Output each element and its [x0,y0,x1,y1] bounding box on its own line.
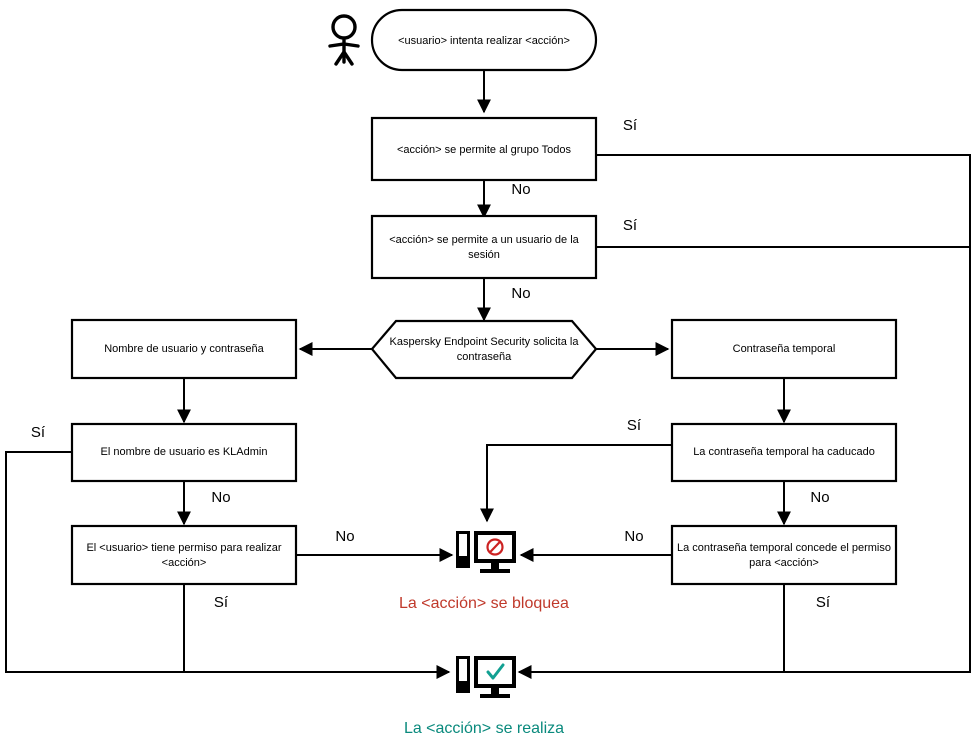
monitor-check-icon [456,656,516,698]
node-blocked-label: La <acción> se bloquea [399,595,569,612]
node-allowed-session-user[interactable]: <acción> se permite a un usuario de la s… [370,214,598,280]
node-username-is-kladmin-label: El nombre de usuario es KLAdmin [101,446,268,458]
edge-label-allowed-everyone-no: No [511,181,530,198]
node-allowed-everyone[interactable]: <acción> se permite al grupo Todos [370,116,598,182]
node-temp-password-grants[interactable]: La contraseña temporal concede el permis… [670,524,898,586]
node-temp-password-grants-line2: para <acción> [749,557,819,569]
edge-label-kladmin-no: No [211,489,230,506]
node-user-has-permission-line1: El <usuario> tiene permiso para realizar [86,542,281,554]
node-allowed[interactable]: La <acción> se realiza [404,656,564,737]
node-allowed-label: La <acción> se realiza [404,720,564,737]
node-username-password-label: Nombre de usuario y contraseña [104,343,264,355]
node-allowed-session-user-line2: sesión [468,249,500,261]
node-username-is-kladmin[interactable]: El nombre de usuario es KLAdmin [70,422,298,483]
node-user-has-permission-line2: <acción> [162,557,207,569]
edge-label-session-user-no: No [511,285,530,302]
node-start[interactable]: <usuario> intenta realizar <acción> [370,8,598,72]
node-start-label: <usuario> intenta realizar <acción> [398,35,570,47]
edge-label-temp-expired-no: No [810,489,829,506]
node-temporary-password-label: Contraseña temporal [733,343,836,355]
node-username-password[interactable]: Nombre de usuario y contraseña [70,318,298,380]
actor-person-icon [328,14,360,66]
edge-label-kladmin-yes: Sí [31,424,46,441]
node-kes-request-password[interactable]: Kaspersky Endpoint Security solicita la … [370,319,598,380]
monitor-blocked-icon [456,531,516,573]
node-blocked[interactable]: La <acción> se bloquea [399,531,569,612]
edge-label-temp-expired-yes: Sí [627,417,642,434]
node-user-has-permission[interactable]: El <usuario> tiene permiso para realizar… [70,524,298,586]
node-temp-password-expired-label: La contraseña temporal ha caducado [693,446,875,458]
node-allowed-everyone-label: <acción> se permite al grupo Todos [397,144,572,156]
edge-label-permission-yes: Sí [214,594,229,611]
edge-label-session-user-yes: Sí [623,217,638,234]
edge-kladmin-yes [5,451,451,679]
edge-label-layer: Sí No Sí No Sí No No Sí Sí No No Sí [31,117,831,611]
edge-layer [5,70,971,679]
edge-allowed-everyone-yes [517,154,971,679]
edge-temp-expired-yes [480,444,672,523]
edge-label-permission-no: No [335,528,354,545]
edge-label-allowed-everyone-yes: Sí [623,117,638,134]
node-temp-password-grants-line1: La contraseña temporal concede el permis… [677,542,891,554]
node-kes-request-password-line1: Kaspersky Endpoint Security solicita la [390,336,580,348]
node-allowed-session-user-line1: <acción> se permite a un usuario de la [389,234,579,246]
edge-label-temp-grants-no: No [624,528,643,545]
node-temporary-password[interactable]: Contraseña temporal [670,318,898,380]
edge-label-temp-grants-yes: Sí [816,594,831,611]
node-temp-password-expired[interactable]: La contraseña temporal ha caducado [670,422,898,483]
node-kes-request-password-line2: contraseña [457,351,512,363]
